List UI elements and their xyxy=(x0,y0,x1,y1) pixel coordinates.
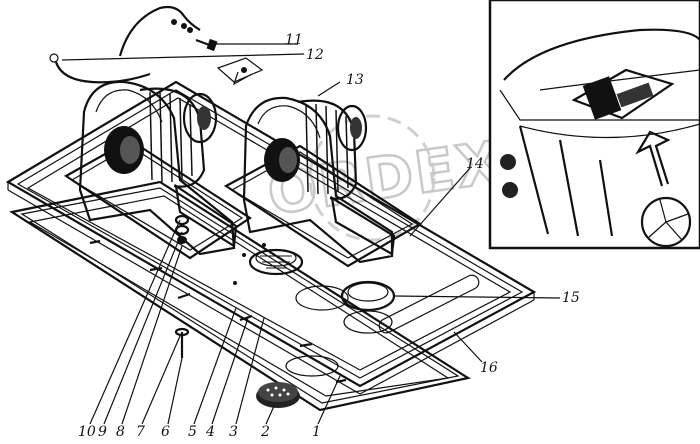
watermark-gear xyxy=(308,114,436,242)
callout-11: 11 xyxy=(285,32,303,48)
plate-slot xyxy=(378,274,480,334)
callout-13: 13 xyxy=(346,72,364,88)
callout-15: 15 xyxy=(562,290,580,306)
callout-2: 2 xyxy=(260,424,270,440)
bolt-11 xyxy=(195,38,218,52)
filter-disk-2 xyxy=(256,382,300,408)
callout-8: 8 xyxy=(116,424,125,440)
inset-frame xyxy=(488,0,700,250)
fastener-stack xyxy=(174,214,190,358)
callout-5: 5 xyxy=(188,424,197,440)
plate-hole-3 xyxy=(285,355,339,377)
inset-view xyxy=(488,0,700,250)
callout-7: 7 xyxy=(136,424,145,440)
base-plate xyxy=(5,80,537,395)
callout-4: 4 xyxy=(205,424,215,440)
callout-6: 6 xyxy=(161,424,170,440)
callout-12: 12 xyxy=(306,47,324,63)
bracket-12 xyxy=(216,57,264,86)
callout-3: 3 xyxy=(229,424,238,440)
callout-10: 10 xyxy=(78,424,96,440)
callout-labels: 11 12 13 14 15 16 1 2 3 4 5 6 7 8 9 10 xyxy=(78,32,580,440)
callout-9: 9 xyxy=(98,424,107,440)
fan-housing-left xyxy=(63,80,253,260)
plate-hole-1 xyxy=(295,285,349,311)
wire-harness xyxy=(49,5,201,84)
leader-lines xyxy=(61,43,561,425)
callout-16: 16 xyxy=(480,360,498,376)
grille-cup xyxy=(248,248,304,276)
ring-15 xyxy=(340,280,396,312)
callout-1: 1 xyxy=(312,424,321,440)
callout-14: 14 xyxy=(466,156,484,172)
